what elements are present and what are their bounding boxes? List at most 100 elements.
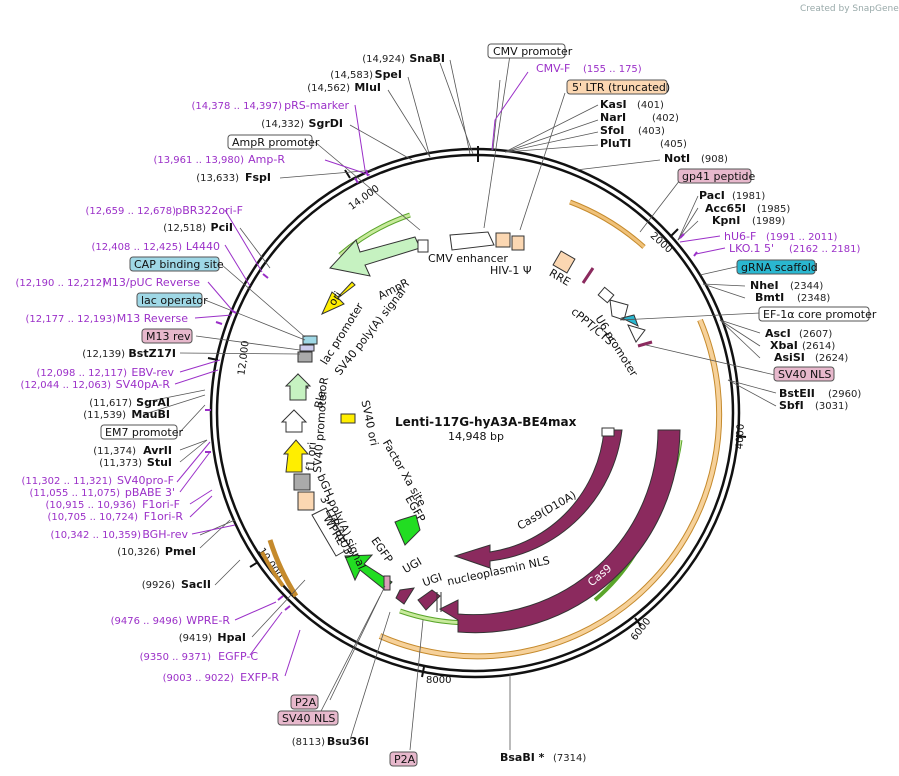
enzyme-name: NotI (664, 152, 690, 165)
primer-name: EBV-rev (131, 366, 174, 379)
tick-marks (207, 169, 747, 678)
enzyme-labels-right: KasI(401) NarI(402) SfoI(403) PluTI(405)… (500, 98, 861, 764)
primer-name: pRS-marker (284, 99, 349, 112)
enzyme-name: FspI (245, 171, 271, 184)
enzyme-name: XbaI (770, 339, 798, 352)
enzyme-position: (14,562) (307, 83, 350, 94)
enzyme-name: SbfI (779, 399, 804, 412)
primer-position: (14,378 .. 14,397) (192, 101, 283, 112)
boxed-labels: CMV promoter 5' LTR (truncated) gp41 pep… (100, 43, 877, 767)
primer-name: M13/pUC Reverse (102, 276, 200, 289)
enzyme-position: (2960) (828, 389, 861, 400)
tick-label-12000: 12,000 (236, 340, 251, 376)
primer-position: (13,961 .. 13,980) (154, 155, 245, 166)
enzyme-name: MluI (354, 81, 381, 94)
primer-position: (12,190 .. 12,212) (16, 278, 107, 289)
box-label: gRNA scaffold (741, 261, 818, 274)
box-label: P2A (295, 696, 317, 709)
enzyme-position: (401) (637, 100, 664, 111)
enzyme-name: SfoI (600, 124, 624, 137)
enzyme-position: (11,374) (93, 446, 136, 457)
primer-position: (11,055 .. 11,075) (30, 488, 121, 499)
primer-name: F1ori-F (142, 498, 180, 511)
enzyme-name: NarI (600, 111, 626, 124)
enzyme-position: (14,332) (261, 119, 304, 130)
enzyme-name: MauBI (131, 408, 170, 421)
enzyme-position: (9926) (142, 580, 175, 591)
enzyme-name: Acc65I (705, 202, 746, 215)
enzyme-position: (3031) (815, 401, 848, 412)
tick-label-8000: 8000 (426, 675, 451, 686)
enzyme-name: StuI (147, 456, 172, 469)
feature-label: EGFP (368, 535, 395, 566)
box-label: lac operator (141, 294, 208, 307)
primer-position: (12,177 .. 12,193) (26, 314, 117, 325)
enzyme-name: SgrAI (136, 396, 170, 409)
enzyme-position: (2348) (797, 293, 830, 304)
box-label: AmpR promoter (232, 136, 320, 149)
enzyme-name: PacI (699, 189, 725, 202)
enzyme-name: AvrII (143, 444, 172, 457)
box-label: 5' LTR (truncated) (572, 81, 670, 94)
enzyme-position: (13,633) (196, 173, 239, 184)
site-marks (205, 169, 698, 611)
enzyme-position: (1985) (757, 204, 790, 215)
primer-position: (12,044 .. 12,063) (21, 380, 112, 391)
enzyme-name: KasI (600, 98, 627, 111)
enzyme-position: (10,326) (117, 547, 160, 558)
enzyme-name: SpeI (375, 68, 402, 81)
enzyme-position: (11,617) (89, 398, 132, 409)
enzyme-position: (908) (701, 154, 728, 165)
backbone-inner (215, 153, 735, 673)
feature-arrows (280, 231, 681, 634)
primer-name: L4440 (186, 240, 220, 253)
primer-position: (9476 .. 9496) (111, 616, 183, 627)
enzyme-position: (11,373) (99, 458, 142, 469)
enzyme-name: PciI (211, 221, 233, 234)
primer-position: (9350 .. 9371) (140, 652, 212, 663)
enzyme-position: (1981) (732, 191, 765, 202)
primer-name: M13 Reverse (117, 312, 188, 325)
enzyme-position: (1989) (752, 216, 785, 227)
enzyme-position: (2614) (802, 341, 835, 352)
enzyme-name: AsiSI (774, 351, 805, 364)
primer-position: (10,342 .. 10,359) (51, 530, 142, 541)
enzyme-name: HpaI (217, 631, 246, 644)
primer-name: EGFP-C (218, 650, 258, 663)
primer-name: LKO.1 5' (729, 242, 774, 255)
feature-label: f1 ori (304, 442, 319, 472)
box-label: M13 rev (146, 330, 191, 343)
feature-label: UGI (421, 571, 444, 590)
primer-position: (12,659 .. 12,678) (86, 206, 177, 217)
box-label: CAP binding site (134, 258, 224, 271)
box-label: P2A (394, 753, 416, 766)
enzyme-name: SgrDI (309, 117, 343, 130)
primer-name: Amp-R (248, 153, 285, 166)
tick-label-4000: 4000 (735, 424, 747, 450)
enzyme-position: (14,924) (362, 54, 405, 65)
box-label: gp41 peptide (682, 170, 756, 183)
feature-label: CMV enhancer (428, 252, 508, 265)
enzyme-name: BmtI (755, 291, 784, 304)
enzyme-name: BstZ17I (128, 347, 176, 360)
feature-label: HIV-1 Ψ (490, 264, 532, 277)
primer-name: SV40pA-R (116, 378, 171, 391)
backbone-outer (209, 147, 741, 679)
enzyme-position: (2344) (790, 281, 823, 292)
primer-position: (155 .. 175) (583, 64, 642, 75)
primer-name: WPRE-R (186, 614, 230, 627)
plasmid-length: 14,948 bp (448, 430, 504, 443)
enzyme-position: (8113) (292, 737, 325, 748)
enzyme-name: AscI (765, 327, 791, 340)
primer-labels: CMV-F(155 .. 175) hU6-F(1991 .. 2011) LK… (16, 62, 861, 684)
feature-label: SV40 ori (358, 399, 380, 447)
snapgene-credit: Created by SnapGene (800, 4, 899, 14)
tick-label-6000: 6000 (629, 616, 653, 643)
enzyme-name: NheI (750, 279, 779, 292)
box-label: EF-1α core promoter (763, 308, 877, 321)
enzyme-name: Bsu36I (327, 735, 369, 748)
tick-label-14000: 14,000 (347, 183, 382, 212)
primer-position: (11,302 .. 11,321) (22, 476, 113, 487)
enzyme-name: BsaBI * (500, 751, 545, 764)
